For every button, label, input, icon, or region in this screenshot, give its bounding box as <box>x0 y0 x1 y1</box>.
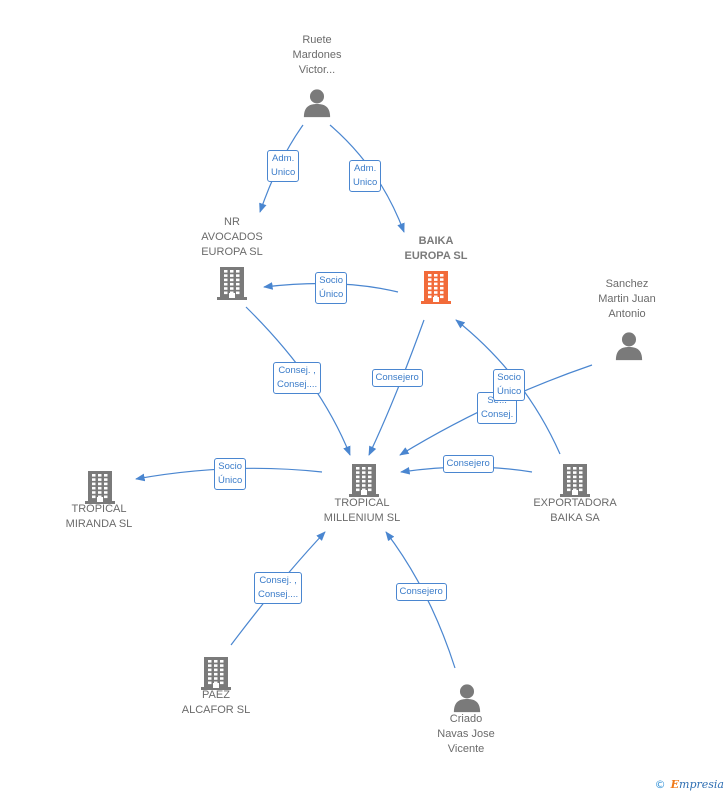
building-icon[interactable] <box>215 266 249 305</box>
node-label-tropical_mil[interactable]: TROPICAL MILLENIUM SL <box>323 497 401 524</box>
building-icon[interactable] <box>199 656 233 695</box>
edge-label-tropical_mil-to-tropical_mir[interactable]: Socio Único <box>214 458 247 490</box>
edge-label-baika-to-nr[interactable]: Socio Único <box>315 272 348 304</box>
edge-label-nr-to-tropical_mil[interactable]: Consej. , Consej.... <box>273 362 322 394</box>
edge-label-ruete-to-baika[interactable]: Adm. Unico <box>349 160 382 192</box>
node-label-ruete[interactable]: Ruete Mardones Victor... <box>292 34 342 76</box>
building-icon[interactable] <box>347 463 381 502</box>
node-label-criado[interactable]: Criado Navas Jose Vicente <box>437 713 495 755</box>
node-label-nr[interactable]: NR AVOCADOS EUROPA SL <box>201 216 263 258</box>
edge-baika-to-tropical_mil <box>368 319 425 456</box>
edge-label-criado-to-tropical_mil[interactable]: Consejero <box>395 583 447 601</box>
person-icon[interactable] <box>452 683 482 718</box>
copyright-symbol: © <box>654 778 666 791</box>
brand-logo-letter: E <box>670 778 680 791</box>
node-label-sanchez[interactable]: Sanchez Martin Juan Antonio <box>598 278 656 320</box>
brand-watermark: © Empresia <box>655 778 724 791</box>
building-icon[interactable] <box>83 470 117 509</box>
edge-label-exportadora-to-tropical_mil[interactable]: Consejero <box>442 455 494 473</box>
person-icon[interactable] <box>302 88 332 123</box>
brand-name: mpresia <box>679 778 724 791</box>
edge-label-exportadora-to-baika[interactable]: Socio Único <box>493 369 526 401</box>
node-label-exportadora[interactable]: EXPORTADORA BAIKA SA <box>533 497 617 524</box>
node-label-baika[interactable]: BAIKA EUROPA SL <box>404 235 468 262</box>
building-icon[interactable] <box>419 270 453 309</box>
person-icon[interactable] <box>614 331 644 366</box>
edge-label-paez-to-tropical_mil[interactable]: Consej. , Consej.... <box>254 572 303 604</box>
node-label-tropical_mir[interactable]: TROPICAL MIRANDA SL <box>65 503 133 530</box>
edge-label-baika-to-tropical_mil[interactable]: Consejero <box>371 369 423 387</box>
node-label-paez[interactable]: PAEZ ALCAFOR SL <box>181 689 251 716</box>
building-icon[interactable] <box>558 463 592 502</box>
edge-label-ruete-to-nr[interactable]: Adm. Unico <box>267 150 300 182</box>
